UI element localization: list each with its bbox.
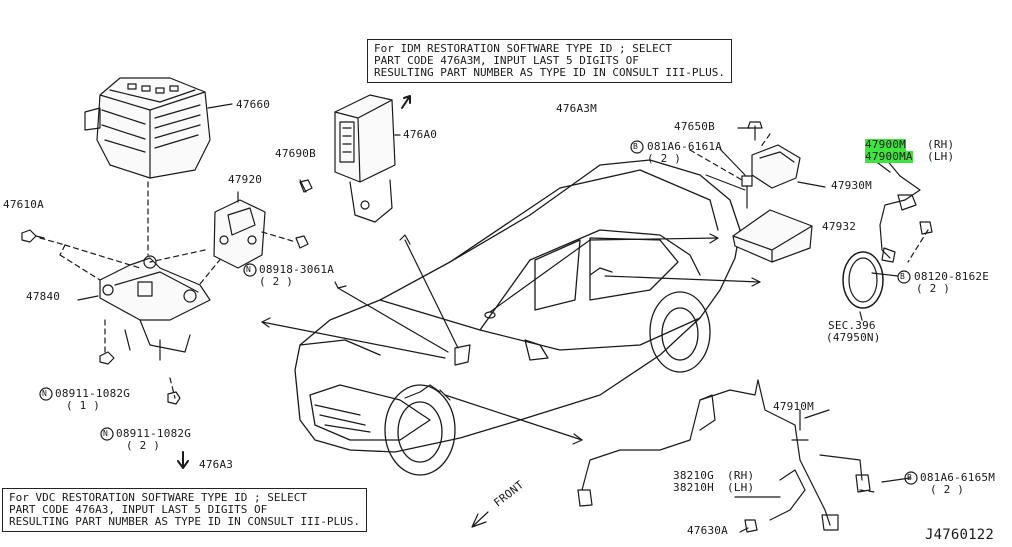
part-47900MA: 47900MA xyxy=(865,150,913,163)
part-081A6-6161A-qty: ( 2 ) xyxy=(647,152,682,165)
bolts-left xyxy=(21,179,313,405)
bolt-symbol-2: B xyxy=(900,272,906,281)
part-38210G-side: (RH) xyxy=(727,469,755,482)
part-47690B: 47690B xyxy=(275,147,316,160)
circled-symbols xyxy=(39,140,918,485)
part-08911-1082G-2: 08911-1082G xyxy=(116,427,192,440)
part-08120-8162E: 08120-8162E xyxy=(914,270,990,283)
part-08911-1082G-1-qty: ( 1 ) xyxy=(66,399,101,412)
part-47900M-side: (RH) xyxy=(927,138,955,151)
yaw-rate-sensor xyxy=(213,191,297,269)
rear-sensor-harness xyxy=(577,379,876,533)
part-47900MA-side: (LH) xyxy=(927,150,955,163)
nut-symbol-2: N xyxy=(103,429,109,438)
bolt-symbol-3: B xyxy=(907,473,913,482)
part-081A6-6165M-qty: ( 2 ) xyxy=(930,483,965,496)
part-47932: 47932 xyxy=(822,220,857,233)
part-47920: 47920 xyxy=(228,173,263,186)
part-081A6-6161A: 081A6-6161A xyxy=(647,140,723,153)
front-arrow xyxy=(471,511,489,528)
part-47610A: 47610A xyxy=(3,198,44,211)
front-wheel-sensor xyxy=(842,175,933,309)
part-47910M: 47910M xyxy=(773,400,814,413)
part-08918-3061A-qty: ( 2 ) xyxy=(259,275,294,288)
bolt-symbol-1: B xyxy=(633,142,639,151)
part-476A3: 476A3 xyxy=(199,458,234,471)
nut-symbol-3: N xyxy=(246,265,252,274)
section-396-part: (47950N) xyxy=(826,331,881,344)
section-396: SEC.396 xyxy=(828,319,876,332)
g-sensor xyxy=(689,121,826,263)
part-38210H: 38210H xyxy=(673,481,714,494)
abs-actuator-unit xyxy=(84,77,233,179)
part-476A0: 476A0 xyxy=(403,128,438,141)
part-08918-3061A: 08918-3061A xyxy=(259,263,335,276)
vdc-restoration-note: For VDC RESTORATION SOFTWARE TYPE ID ; S… xyxy=(2,488,367,532)
part-476A3M: 476A3M xyxy=(556,102,597,115)
diagram-id: J4760122 xyxy=(925,527,995,543)
part-08911-1082G-2-qty: ( 2 ) xyxy=(126,439,161,452)
part-47660: 47660 xyxy=(236,98,271,111)
assembly-dashes xyxy=(59,181,233,285)
nut-symbol-1: N xyxy=(42,389,48,398)
actuator-bracket xyxy=(77,255,211,361)
idm-restoration-note: For IDM RESTORATION SOFTWARE TYPE ID ; S… xyxy=(367,39,732,83)
part-08911-1082G-1: 08911-1082G xyxy=(55,387,131,400)
part-47650B: 47650B xyxy=(674,120,715,133)
idm-module xyxy=(334,94,411,223)
part-47630A: 47630A xyxy=(687,524,728,537)
part-08120-8162E-qty: ( 2 ) xyxy=(916,282,951,295)
part-081A6-6165M: 081A6-6165M xyxy=(920,471,996,484)
part-47900M: 47900M xyxy=(865,138,906,151)
part-47840: 47840 xyxy=(26,290,61,303)
part-47930M: 47930M xyxy=(831,179,872,192)
leader-arrows xyxy=(261,174,761,445)
part-38210H-side: (LH) xyxy=(727,481,755,494)
part-38210G: 38210G xyxy=(673,469,714,482)
